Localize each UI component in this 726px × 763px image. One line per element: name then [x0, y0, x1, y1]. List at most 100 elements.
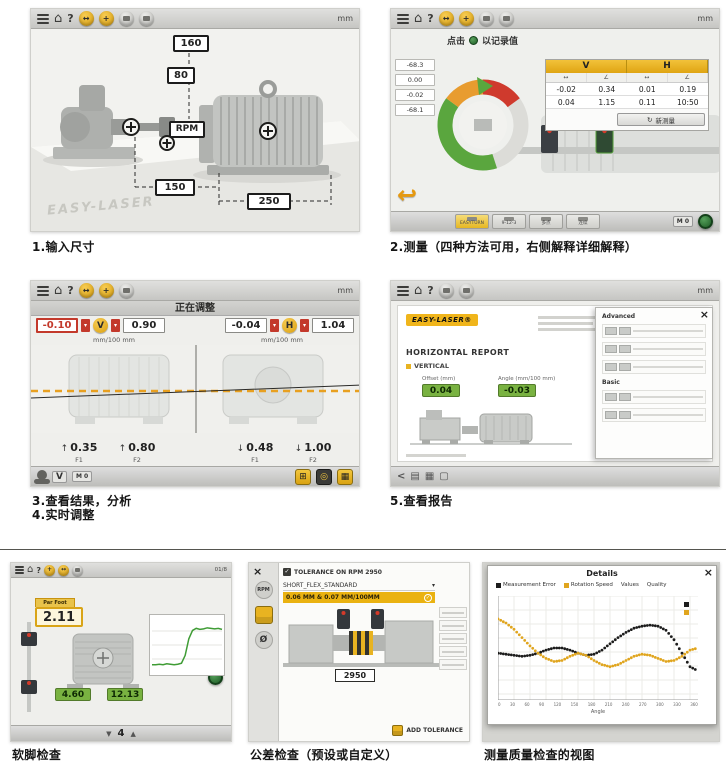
target-icon[interactable]: + — [44, 564, 55, 576]
menu-icon[interactable] — [397, 13, 409, 24]
instruction-text: 点击 以记录值 — [447, 34, 518, 47]
bottom-toolbar: < ▤ ▦ ▢ — [391, 466, 719, 486]
add-tolerance-button[interactable]: ADD TOLERANCE — [392, 725, 463, 736]
help-icon[interactable]: ? — [36, 565, 41, 575]
v-angle-value: 0.90 — [123, 318, 165, 333]
save-icon[interactable]: ▤ — [410, 471, 420, 482]
unit-label: mm — [337, 286, 353, 295]
document-icon[interactable]: ▢ — [439, 471, 449, 482]
measurement-method-tab[interactable]: 多点 — [529, 214, 563, 229]
diameter-icon[interactable]: Ø — [254, 631, 273, 649]
tab-measurement-error[interactable]: Measurement Error — [496, 582, 556, 588]
meter-zero-button[interactable]: M 0 — [71, 471, 93, 482]
help-icon[interactable]: ? — [427, 12, 434, 25]
help-icon[interactable]: ? — [67, 12, 74, 25]
tolerance-table-icon[interactable] — [254, 606, 273, 624]
tab-label: Measurement Error — [503, 582, 556, 588]
menu-icon[interactable] — [37, 285, 49, 296]
measurement-method-tab[interactable]: EASYTURN — [455, 214, 489, 229]
close-icon[interactable]: × — [253, 565, 263, 578]
close-icon[interactable]: × — [699, 308, 709, 321]
help-icon[interactable]: ? — [67, 284, 74, 297]
close-icon[interactable]: × — [703, 566, 713, 579]
table-view-button[interactable]: ▦ — [337, 468, 353, 485]
record-button[interactable] — [698, 214, 713, 229]
home-icon[interactable]: ⌂ — [54, 283, 63, 298]
values-icon[interactable]: ↔ — [78, 11, 94, 26]
bottom-toolbar: ▼ 4 ▲ — [11, 725, 231, 741]
checkbox-checked-icon[interactable]: ✓ — [283, 568, 291, 576]
menu-icon[interactable] — [15, 566, 24, 574]
home-icon[interactable]: ⌂ — [414, 11, 423, 26]
grid-view-button[interactable]: ⊞ — [295, 468, 311, 485]
tab-rotation-speed[interactable]: Rotation Speed — [563, 582, 613, 588]
angle-result: -0.03 — [498, 384, 536, 397]
values-icon[interactable]: ↔ — [58, 564, 69, 576]
report-style-overlay: × Advanced Basic — [595, 307, 713, 459]
back-arrow-icon[interactable]: ↩ — [397, 181, 418, 209]
report-style-option[interactable] — [602, 324, 706, 338]
target-icon[interactable]: + — [98, 11, 114, 26]
dim-input-vertical-1[interactable]: 160 — [173, 35, 209, 52]
home-icon[interactable]: ⌂ — [54, 11, 63, 26]
rpm-input[interactable]: 2950 — [335, 669, 375, 682]
machine-left-icon[interactable] — [118, 11, 134, 26]
dim-input-horizontal-1[interactable]: 150 — [155, 179, 195, 196]
tab-quality[interactable]: Quality — [647, 582, 667, 588]
new-measurement-button[interactable]: ↻ 新测量 — [617, 113, 705, 126]
values-icon[interactable]: ↔ — [438, 11, 454, 26]
foot-result: 12.13 — [107, 688, 143, 701]
report-style-option[interactable] — [602, 342, 706, 356]
home-icon[interactable]: ⌂ — [27, 564, 34, 575]
machine-left-icon[interactable] — [438, 283, 454, 298]
menu-icon[interactable] — [37, 13, 49, 24]
foot-value: 0.80 — [128, 441, 156, 454]
report-style-option[interactable] — [602, 390, 706, 404]
menu-icon[interactable] — [397, 285, 409, 296]
dim-input-vertical-2[interactable]: 80 — [167, 67, 195, 84]
legend-swatch — [496, 582, 501, 588]
rpm-icon[interactable]: RPM — [254, 581, 273, 599]
measurement-method-tab[interactable]: 9-12-3 — [492, 214, 526, 229]
v-offset-value: -0.10 — [36, 318, 78, 333]
share-icon[interactable]: < — [397, 471, 406, 482]
home-icon[interactable]: ⌂ — [414, 283, 423, 298]
arrow-down-badge: ▾ — [300, 319, 309, 332]
machine-left-icon[interactable] — [118, 283, 134, 298]
preset-label: SHORT_FLEX_STANDARD — [283, 581, 358, 589]
values-icon[interactable]: ↔ — [78, 283, 94, 298]
machine-right-icon[interactable] — [498, 11, 514, 26]
tolerance-preset-row[interactable]: SHORT_FLEX_STANDARD ▾ — [283, 580, 435, 591]
tolerance-list-item[interactable] — [439, 607, 467, 618]
meter-zero-button[interactable]: M 0 — [672, 216, 693, 227]
machine-icon[interactable] — [72, 564, 83, 576]
caption-quality: 测量质量检查的视图 — [484, 748, 595, 762]
help-icon[interactable]: ? — [427, 284, 434, 297]
measurement-counter: 01/8 — [214, 567, 227, 573]
dim-input-horizontal-2[interactable]: 250 — [247, 193, 291, 210]
tolerance-list-item[interactable] — [439, 620, 467, 631]
target-icon[interactable]: + — [98, 283, 114, 298]
table-cell: 0.34 — [598, 84, 616, 94]
report-style-option[interactable] — [602, 408, 706, 422]
machine-right-icon[interactable] — [458, 283, 474, 298]
arrow-down-icon[interactable]: ▼ — [106, 729, 112, 738]
user-icon[interactable] — [34, 469, 50, 484]
target-icon[interactable]: + — [458, 11, 474, 26]
tolerance-list-item[interactable] — [439, 633, 467, 644]
machine-right-icon[interactable] — [138, 11, 154, 26]
rpm-input[interactable]: RPM — [169, 121, 205, 138]
arrow-up-icon[interactable]: ▲ — [130, 729, 136, 738]
tolerance-list-item[interactable] — [439, 646, 467, 657]
screenshot-tolerance: × RPM Ø ✓ TOLERANCE ON RPM 2950 SHORT_FL… — [248, 562, 470, 742]
report-style-option[interactable] — [602, 360, 706, 374]
measurement-method-tab[interactable]: 连续 — [566, 214, 600, 229]
print-icon[interactable]: ▦ — [424, 471, 435, 482]
v-meter-button[interactable]: V — [52, 470, 67, 483]
active-tolerance-row[interactable]: 0.06 MM & 0.07 MM/100MM ✓ — [283, 592, 435, 603]
section-bullet-icon — [406, 363, 411, 369]
tolerance-list-item[interactable] — [439, 659, 467, 670]
target-view-button[interactable]: ◎ — [316, 468, 332, 485]
machine-left-icon[interactable] — [478, 11, 494, 26]
tab-values[interactable]: Values — [621, 582, 639, 588]
